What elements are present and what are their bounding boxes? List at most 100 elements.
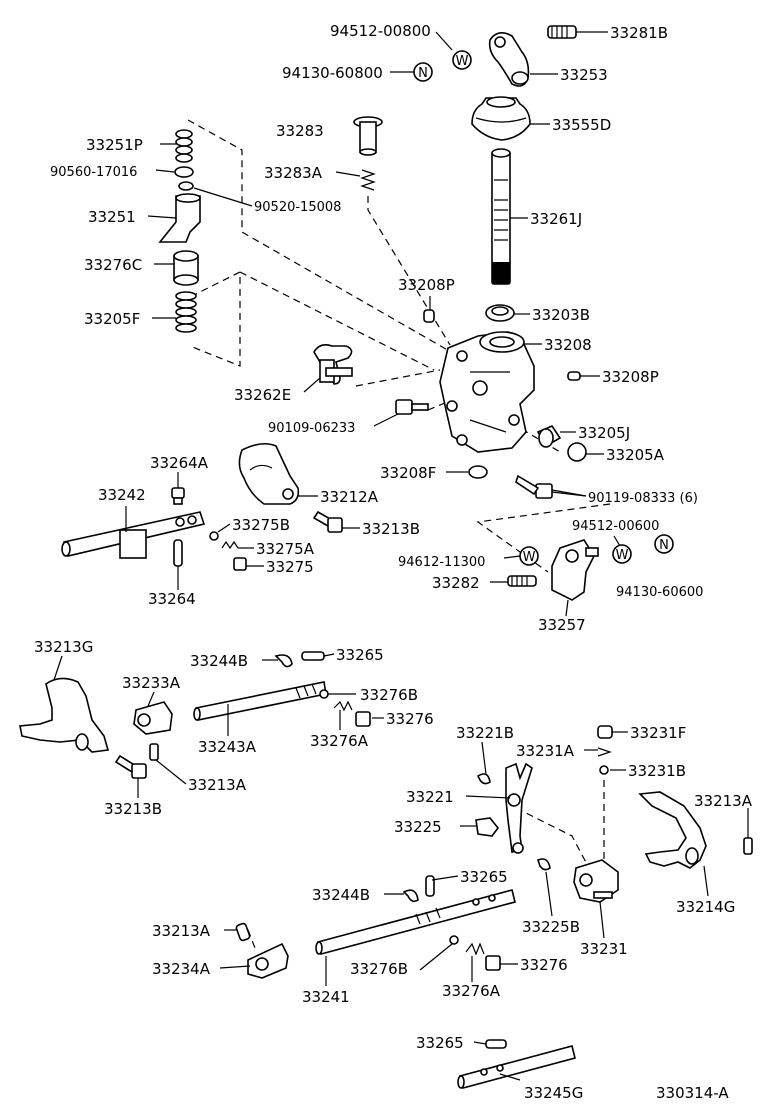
pin-33213a-right (743, 837, 753, 855)
bracket-33251 (158, 193, 201, 243)
housing-33208 (439, 331, 535, 453)
callout-label: 33276A (442, 982, 501, 1000)
callout-label: 33231A (516, 742, 575, 760)
callout-label: 33244B (190, 652, 248, 670)
callout-label: 33251 (88, 208, 136, 226)
callout-label: 33225B (522, 918, 580, 936)
callout-label: 33265 (416, 1034, 464, 1052)
lower-right-parts (475, 725, 753, 903)
callout-label: 33234A (152, 960, 211, 978)
block-33234a (247, 942, 289, 979)
callout-label: 33214G (676, 898, 735, 916)
bolt-90119 (515, 474, 553, 499)
ball-33231b (599, 765, 609, 775)
plug-33276-upper (355, 711, 371, 727)
callout-label: 33208 (544, 336, 592, 354)
lever-33253 (488, 32, 530, 87)
plug-33231f (597, 725, 613, 739)
shaft-33245g (457, 1045, 576, 1089)
diagram-code: 330314-A (656, 1084, 729, 1102)
callout-label: 33213G (34, 638, 93, 656)
callout-label: 33251P (86, 136, 143, 154)
callout-label: 94512-00600 (572, 519, 659, 534)
callout-label: 33231F (630, 724, 686, 742)
spring-33282 (507, 575, 537, 587)
bolt-33213b-left (114, 754, 147, 779)
marker-letter: W (523, 550, 536, 565)
callout-label: 33213B (362, 520, 420, 538)
callout-label: 33276 (386, 710, 434, 728)
spring-33283a (360, 169, 376, 191)
spring-33251p (175, 129, 193, 163)
callout-label: 33203B (532, 306, 590, 324)
spring-33231a (597, 747, 612, 757)
callout-label: 90109-06233 (268, 421, 355, 436)
callout-label: 33208F (380, 464, 436, 482)
callout-label: 33283A (264, 164, 323, 182)
pin-33264 (173, 539, 183, 567)
callout-label: 33262E (234, 386, 291, 404)
callout-label: 33225 (394, 818, 442, 836)
callout-label: 33213A (152, 922, 211, 940)
spring-33276a-upper (333, 700, 353, 712)
callout-label: 33257 (538, 616, 586, 634)
washer-33208f (468, 465, 488, 479)
knob-33225 (475, 817, 500, 837)
plug-33264a (171, 487, 185, 505)
callout-label: 33242 (98, 486, 146, 504)
callout-label: 33261J (530, 210, 582, 228)
shaft-33243a (193, 681, 327, 721)
pin-33208p-upper (423, 309, 435, 323)
clip-33244b-upper (274, 654, 293, 668)
callout-label: 33265 (336, 646, 384, 664)
ball-33275b (209, 531, 219, 541)
bottom-parts (235, 875, 576, 1089)
callout-label: 33276C (84, 256, 142, 274)
spring-33276a-lower (465, 942, 485, 956)
callout-label: 33264A (150, 454, 209, 472)
callout-label: 33213A (694, 792, 753, 810)
callout-label: 90560-17016 (50, 165, 137, 180)
callout-label: 33265 (460, 868, 508, 886)
collar-33276c (173, 250, 199, 286)
clip-33221b (476, 773, 491, 785)
callout-label: 33276B (350, 960, 408, 978)
callout-label: 94612-11300 (398, 555, 485, 570)
plug-33275 (233, 557, 247, 571)
callout-label: 33205J (578, 424, 630, 442)
callout-label: 94512-00800 (330, 22, 431, 40)
fork-33213g (19, 677, 110, 753)
marker-n-94130-60600: N (654, 534, 674, 554)
markers: W N W W N (413, 50, 674, 566)
callout-label: 33213A (188, 776, 247, 794)
lower-left-parts (19, 651, 371, 779)
pin-33213a-left (149, 743, 159, 761)
callout-label: 33208P (398, 276, 455, 294)
callout-label: 33244B (312, 886, 370, 904)
callout-label: 33205F (84, 310, 140, 328)
callout-label: 90520-15008 (254, 200, 341, 215)
callout-label: 33275A (256, 540, 315, 558)
spring-33281b (547, 25, 577, 39)
callout-label: 33275B (232, 516, 290, 534)
callout-label: 33233A (122, 674, 181, 692)
boot-33555d (471, 96, 531, 141)
pin-33208p-right (567, 371, 581, 381)
pin-33265-lower (425, 875, 435, 897)
callout-label: 94130-60800 (282, 64, 383, 82)
ball-33276b-upper (319, 689, 329, 699)
callout-label: 33275 (266, 558, 314, 576)
lever-33262e (313, 344, 353, 385)
callout-label: 33276A (310, 732, 369, 750)
marker-w-94512-00800: W (452, 50, 472, 70)
leader-lines (53, 31, 749, 1081)
fork-33214g (638, 791, 707, 869)
callout-label: 33231 (580, 940, 628, 958)
callout-label: 33213B (104, 800, 162, 818)
callout-label: 90119-08333 (6) (588, 491, 698, 506)
callout-label: 33205A (606, 446, 665, 464)
spring-33275a (221, 540, 239, 550)
lever-33257 (551, 539, 599, 601)
callout-label: 33221B (456, 724, 514, 742)
middle-right-parts (507, 539, 599, 601)
